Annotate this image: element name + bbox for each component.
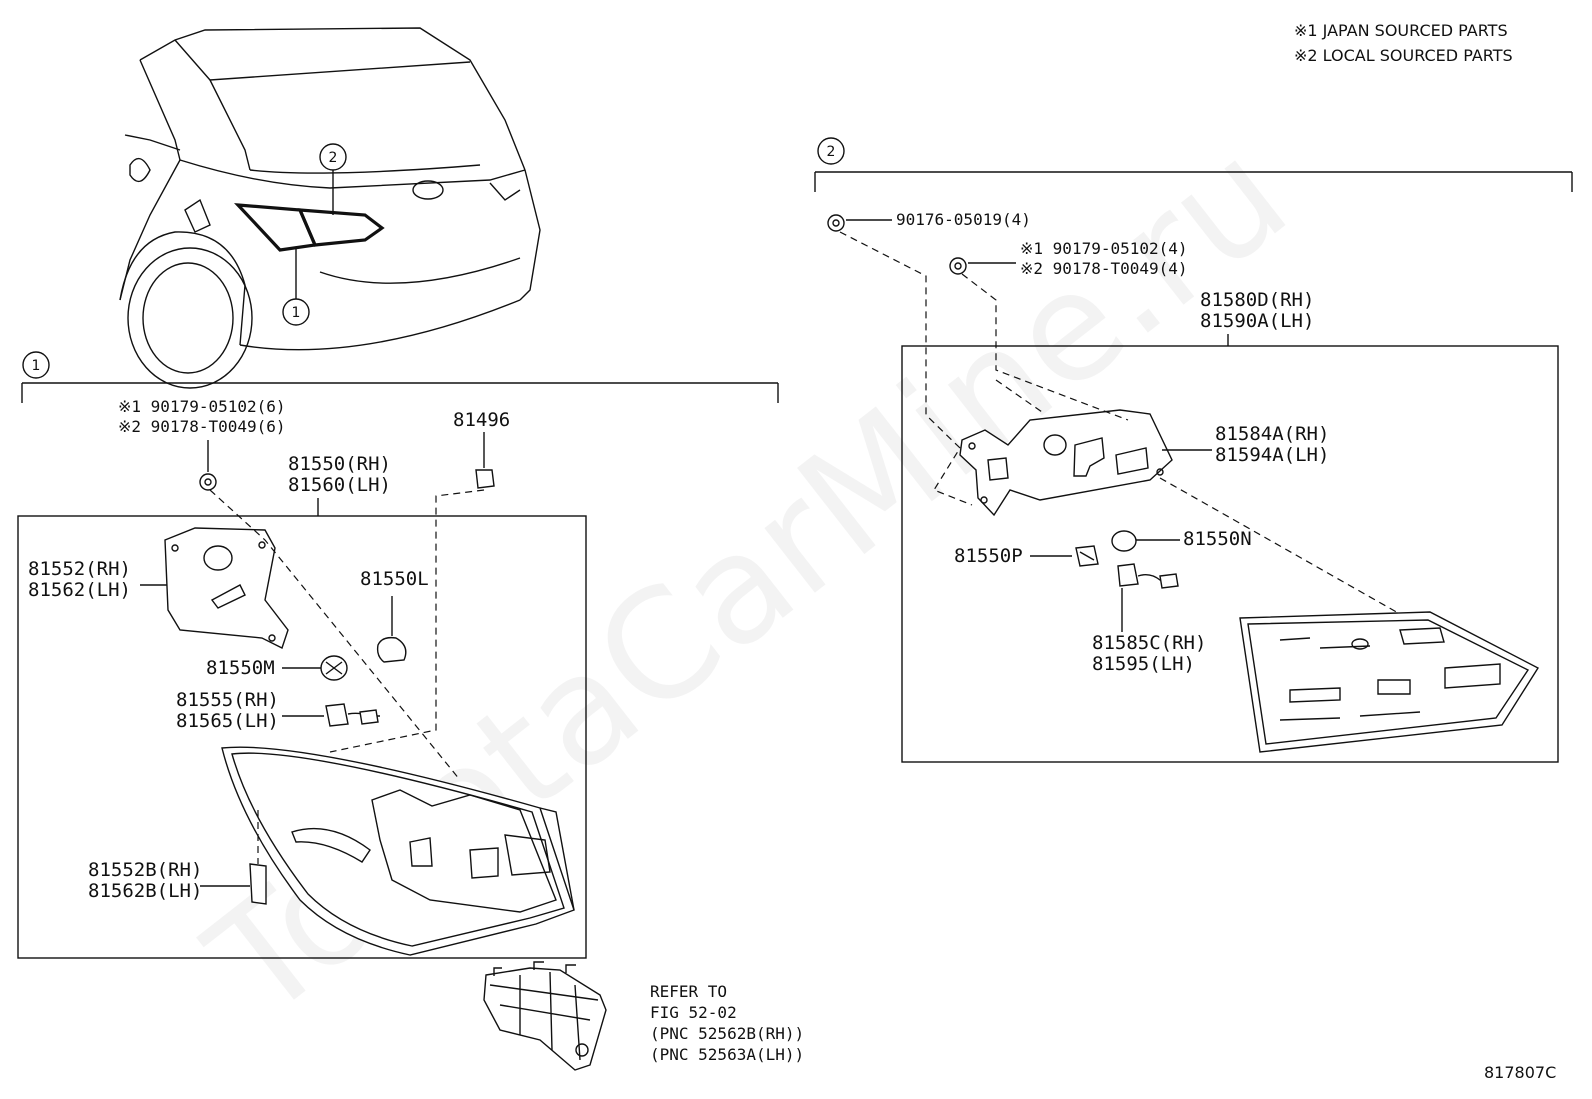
g1-bulb <box>376 596 407 663</box>
g1-screw <box>199 440 217 491</box>
g2-bulb <box>1111 530 1180 552</box>
g2-bulb-label: 81550N <box>1183 528 1252 550</box>
g1-lamp-rh-label: 81550(RH) <box>288 453 391 475</box>
g1-seal-lh-label: 81562B(LH) <box>88 880 202 902</box>
g1-seal <box>249 863 267 905</box>
group1-header: 1 <box>21 351 779 403</box>
g2-lamp-rh-label: 81580D(RH) <box>1200 289 1314 311</box>
g1-clip-dash <box>329 489 485 753</box>
g1-wire-lh-label: 81565(LH) <box>176 710 279 732</box>
refer-line4: (PNC 52563A(LH)) <box>650 1045 804 1064</box>
g1-screw-local-label: ※2 90178-T0049(6) <box>118 417 286 436</box>
group2-header: 2 <box>814 137 1573 192</box>
figure-code: 817807C <box>1484 1063 1556 1082</box>
svg-text:1: 1 <box>32 358 41 374</box>
g1-tail-lamp <box>221 746 575 956</box>
g2-screw-japan-label: ※1 90179-05102(4) <box>1020 239 1188 258</box>
car-callout-2: 2 <box>319 143 347 215</box>
g1-socket <box>320 655 348 681</box>
g2-gasket <box>959 409 1173 517</box>
refer-line1: REFER TO <box>650 982 727 1001</box>
g1-screw-japan-label: ※1 90179-05102(6) <box>118 397 286 416</box>
g2-screw-dash-1 <box>961 273 1129 421</box>
g1-gasket-lh-label: 81562(LH) <box>28 579 131 601</box>
g1-screw-dash <box>209 489 461 781</box>
svg-text:1: 1 <box>292 305 301 321</box>
g2-nut-label: 90176-05019(4) <box>896 210 1031 229</box>
g1-clip-label: 81496 <box>453 409 510 431</box>
group2-box <box>901 345 1559 763</box>
g2-screw <box>949 257 1016 275</box>
bumper-bracket <box>483 961 607 1071</box>
g2-socket-label: 81550P <box>954 545 1023 567</box>
car-rear-overview <box>119 27 541 389</box>
refer-line2: FIG 52-02 <box>650 1003 737 1022</box>
legend-japan: ※1 JAPAN SOURCED PARTS <box>1294 21 1508 40</box>
g2-wire-lh-label: 81595(LH) <box>1092 653 1195 675</box>
g1-lamp-lh-label: 81560(LH) <box>288 474 391 496</box>
refer-line3: (PNC 52562B(RH)) <box>650 1024 804 1043</box>
g2-nut-dash <box>839 231 973 506</box>
legend-local: ※2 LOCAL SOURCED PARTS <box>1294 46 1513 65</box>
g1-bulb-label: 81550L <box>360 568 429 590</box>
g1-socket-label: 81550M <box>206 657 275 679</box>
g2-screw-dash-2 <box>995 379 1043 413</box>
g1-seal-rh-label: 81552B(RH) <box>88 859 202 881</box>
svg-text:2: 2 <box>827 144 836 160</box>
g2-socket <box>1075 545 1099 567</box>
g2-gasket-rh-label: 81584A(RH) <box>1215 423 1329 445</box>
g2-screw-local-label: ※2 90178-T0049(4) <box>1020 259 1188 278</box>
group1-box <box>17 515 587 959</box>
g2-tail-lamp <box>1239 611 1539 753</box>
g2-wire-rh-label: 81585C(RH) <box>1092 632 1206 654</box>
g2-lamp-dash <box>1159 477 1401 615</box>
g2-nut <box>827 214 892 232</box>
svg-text:2: 2 <box>329 150 338 166</box>
car-callout-1: 1 <box>282 248 310 326</box>
g1-gasket <box>164 527 289 649</box>
g2-gasket-lh-label: 81594A(LH) <box>1215 444 1329 466</box>
g2-wire-harness <box>1117 563 1179 632</box>
g1-clip <box>475 432 495 489</box>
g2-lamp-lh-label: 81590A(LH) <box>1200 310 1314 332</box>
g1-gasket-rh-label: 81552(RH) <box>28 558 131 580</box>
g1-wire-harness <box>325 703 380 727</box>
g1-wire-rh-label: 81555(RH) <box>176 689 279 711</box>
